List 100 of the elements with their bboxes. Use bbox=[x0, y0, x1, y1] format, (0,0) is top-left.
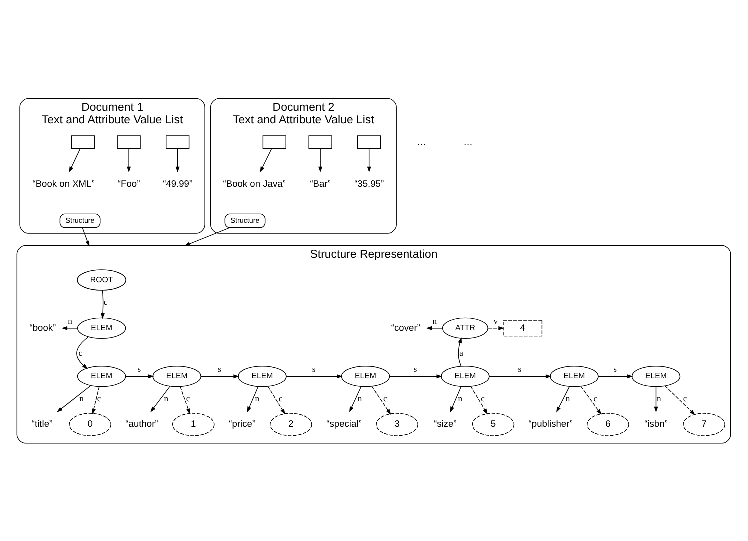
arrow bbox=[389, 374, 442, 379]
node-ellipse: ELEM bbox=[77, 366, 126, 388]
arrow bbox=[184, 228, 230, 246]
arrow bbox=[200, 374, 240, 379]
edge-label: c bbox=[104, 297, 108, 308]
node-text: “special” bbox=[326, 419, 362, 430]
arrow bbox=[598, 374, 634, 379]
arrow bbox=[56, 386, 92, 412]
arrow bbox=[654, 386, 658, 413]
edge-label: s bbox=[414, 364, 418, 374]
edge-label: s bbox=[218, 364, 222, 374]
node-ellipse: ROOT bbox=[77, 270, 126, 291]
edge-label: c bbox=[594, 394, 598, 404]
arrow bbox=[488, 326, 504, 330]
node-text: “title” bbox=[32, 419, 53, 430]
node-box bbox=[71, 136, 95, 150]
edge-label: v bbox=[494, 316, 498, 326]
arrow bbox=[62, 326, 78, 330]
node-text: “Book on Java” bbox=[223, 179, 286, 190]
edge-label: a bbox=[460, 348, 464, 358]
node-ellipse: 2 bbox=[270, 413, 312, 436]
node-ellipse: ATTR bbox=[442, 318, 488, 340]
node-ellipse: 1 bbox=[172, 413, 215, 436]
edge-label: c bbox=[78, 348, 83, 358]
arrow bbox=[260, 148, 272, 173]
edge-label: n bbox=[358, 394, 362, 404]
edge-label: c bbox=[683, 394, 688, 404]
arrow bbox=[268, 386, 286, 415]
node-ellipse: 7 bbox=[683, 413, 726, 436]
edge-label: n bbox=[68, 316, 72, 326]
node-text: “price” bbox=[229, 419, 256, 430]
edge-label: c bbox=[481, 394, 485, 404]
node-text: “Bar” bbox=[310, 179, 331, 190]
node-ellipse: ELEM bbox=[632, 366, 681, 388]
edge-label: n bbox=[432, 316, 437, 326]
arrow bbox=[82, 228, 90, 247]
node-text: “49.99” bbox=[163, 179, 193, 190]
arrow bbox=[286, 374, 343, 379]
node-box bbox=[358, 136, 382, 150]
node-text: “Book on XML” bbox=[32, 179, 95, 190]
node-box bbox=[262, 136, 286, 150]
node-box: 4 bbox=[503, 320, 543, 337]
label: … bbox=[464, 136, 473, 147]
label: … bbox=[417, 136, 426, 147]
arrow bbox=[247, 386, 259, 413]
node-ellipse: ELEM bbox=[238, 366, 287, 388]
edge-label: n bbox=[80, 394, 84, 404]
node-ellipse: 6 bbox=[587, 413, 630, 436]
node-ellipse: 3 bbox=[376, 413, 418, 436]
edge-label: s bbox=[614, 364, 618, 374]
edge-label: s bbox=[312, 364, 316, 374]
node-ellipse: ELEM bbox=[441, 366, 490, 388]
edge-label: c bbox=[97, 394, 102, 404]
arrow bbox=[489, 374, 552, 379]
node-text: “35.95” bbox=[354, 179, 384, 190]
arrow bbox=[101, 290, 106, 320]
node-text: “isbn” bbox=[644, 419, 668, 430]
arrow bbox=[150, 386, 171, 413]
arrow bbox=[125, 374, 154, 379]
arrow bbox=[372, 386, 392, 416]
node-ellipse: ELEM bbox=[77, 318, 126, 340]
edge-label: s bbox=[138, 364, 142, 374]
arrow bbox=[580, 386, 602, 416]
arrow bbox=[350, 386, 362, 413]
node-ellipse: ELEM bbox=[550, 366, 599, 388]
arrow bbox=[664, 386, 696, 416]
edge-label: n bbox=[566, 394, 570, 404]
arrow bbox=[127, 148, 132, 173]
arrow bbox=[76, 336, 90, 370]
node-text: “publisher” bbox=[528, 419, 573, 430]
node-text: “book” bbox=[30, 322, 56, 333]
edge-label: c bbox=[278, 394, 283, 404]
node-ellipse: ELEM bbox=[341, 366, 390, 388]
node-text: “cover” bbox=[391, 322, 420, 333]
node-ellipse: 5 bbox=[472, 413, 515, 436]
arrow bbox=[426, 326, 443, 330]
edge-label: c bbox=[186, 394, 190, 404]
edge-label: n bbox=[656, 394, 662, 404]
edge-label: n bbox=[164, 394, 168, 404]
arrow bbox=[556, 386, 570, 413]
arrow bbox=[69, 148, 81, 173]
edge-label: n bbox=[255, 394, 260, 404]
node-box bbox=[308, 136, 332, 150]
arrow bbox=[470, 386, 488, 415]
node-box bbox=[166, 136, 190, 150]
arrow bbox=[180, 386, 190, 415]
edge-label: n bbox=[458, 394, 463, 404]
arrow bbox=[367, 148, 372, 173]
arrow bbox=[450, 386, 462, 413]
node-ellipse: ELEM bbox=[152, 366, 202, 388]
node-text: “author” bbox=[126, 419, 158, 430]
edge-label: s bbox=[518, 364, 522, 374]
node-ellipse: 0 bbox=[69, 413, 112, 436]
node-text: “size” bbox=[434, 419, 457, 430]
arrow bbox=[318, 148, 323, 173]
arrow bbox=[458, 338, 462, 367]
arrow bbox=[176, 148, 180, 173]
arrow bbox=[92, 386, 100, 415]
edge-label: c bbox=[384, 394, 388, 404]
node-box bbox=[117, 136, 141, 150]
